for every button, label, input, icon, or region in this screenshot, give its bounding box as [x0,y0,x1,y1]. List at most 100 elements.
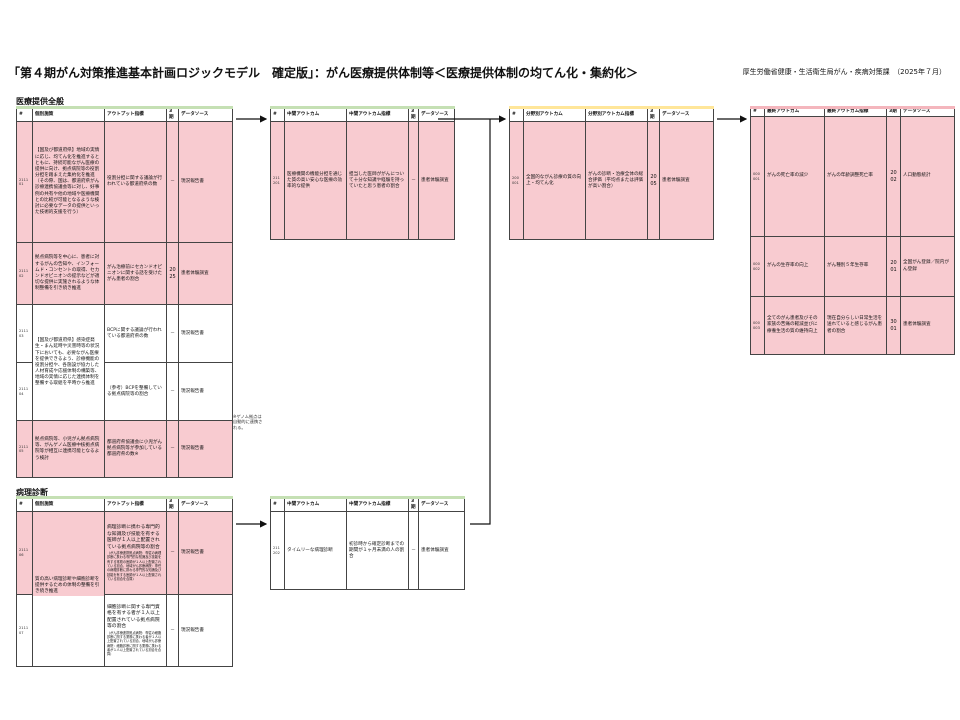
col-header-output: アウトプット指標 [104,495,167,513]
col-header-mid: 中間アウトカム [284,105,347,123]
row-measure: 拠点病院等を中心に、患者に対するがんの告知や、インフォームド・コンセントの取得、… [32,242,105,306]
col-header-measure: 個別施策 [32,495,105,513]
col-header-source: データソース [178,105,233,123]
row-id: 211104 [16,362,33,422]
page-title: 「第４期がん対策推進基本計画ロジックモデル 確定版」：がん医療提供体制等＜医療提… [8,66,639,80]
col-header-period: 3期 [166,105,179,123]
row-period: 2005 [647,121,660,241]
overall-measures-table: # 個別施策 アウトプット指標 3期 データソース 211101 【国及び都道府… [16,105,233,479]
row-measure: 拠点病院等、小児がん拠点病院等、がんゲノム医療中核拠点病院等が相互に連携可能とな… [32,420,105,479]
table-row: 200001 全国的ながん診療の質の向上・均てん化 がんの診断・治療全体の総合評… [509,121,714,241]
mid-outcome-name: タイムリーな病理診断 [284,511,347,591]
pathology-measures-table: # 個別施策 アウトプット指標 3期 データソース 211106 質の高い病理診… [16,495,233,668]
table-row: 211106 質の高い病理診断や細胞診断を提供するための体制の整備を引き続き推進… [16,511,233,668]
col-header-field: 分野別アウトカム [523,105,586,123]
final-outcome-indicator: 現在自分らしい日常生活を送れていると感じるがん患者の割合 [824,296,887,355]
col-header-period: 3期 [647,105,660,123]
col-header-id: # [270,495,285,513]
final-outcome-indicator: がん種別５年生存率 [824,236,887,297]
row-source: 人口動態統計 [900,116,955,237]
row-source: 現況報告書 [178,304,233,364]
row-output-note: （がん診療連携拠点病院：専従の細胞診断に関する業務に携わる者が１人以上配置されて… [107,630,162,657]
field-outcome-indicator: がんの診断・治療全体の総合評価（平均点または評価が高い割合） [585,121,648,241]
row-output: 都道府県協議会に小児がん拠点病院等が参加している都道府県の数※ [104,420,167,479]
pathology-measure-text: 質の高い病理診断や細胞診断を提供するための体制の整備を引き続き推進 [33,512,104,597]
final-outcome-name: がんの死亡率の減少 [764,116,825,237]
row-output: 病理診断に携わる専門的な知識及び技能を有する医師が１人以上配置されている拠点病院… [104,511,167,595]
col-header-mid-indicator: 中間アウトカム指標 [346,105,409,123]
table-row: 000001 がんの死亡率の減少 がんの年齢調整死亡率 2002 人口動態統計 [750,116,955,237]
row-source: 患者体験調査 [900,296,955,355]
row-id: 211201 [270,121,285,241]
mid-outcome-name: 医療機関の機能分担を通じた質の高い安心な医療の効率的な提供 [284,121,347,241]
col-header-field-indicator: 分野別アウトカム指標 [585,105,648,123]
col-header-measure: 個別施策 [32,105,105,123]
row-source: 現況報告書 [178,362,233,422]
col-header-output: アウトプット指標 [104,105,167,123]
col-header-mid: 中間アウトカム [284,495,347,513]
row-output: （参考）BCPを整備している拠点病院等の割合 [104,362,167,422]
row-source: 現況報告書 [178,511,233,595]
table-row: 000003 全てのがん患者及びその家族の苦痛の軽減並びに療養生活の質の維持向上… [750,296,955,355]
row-measure: 【国及び都道府県】地域の実情に応じ、均てん化を推進するとともに、持続可能ながん医… [32,121,105,244]
col-header-id: # [270,105,285,123]
final-outcome-name: がんの生存率の向上 [764,236,825,297]
row-period: 2025 [166,242,179,306]
table-header-row: # 個別施策 アウトプット指標 3期 データソース [16,105,233,123]
col-header-source: データソース [659,105,714,123]
table-row: 211201 医療機関の機能分担を通じた質の高い安心な医療の効率的な提供 担当し… [270,121,455,241]
final-outcomes-table: # 最終アウトカム 最終アウトカム指標 3期 データソース 000001 がんの… [750,106,955,355]
row-source: 患者体験調査 [178,242,233,306]
row-source: 現況報告書 [178,121,233,244]
section-title-pathology: 病理診断 [16,488,48,497]
row-id: 211107 [16,593,33,668]
col-header-period: 3期 [166,495,179,513]
mid-outcome-indicator: 初診時から確定診断までの期間が１ヶ月未満の人の割合 [346,511,409,591]
mid-outcome-indicator: 担当した医師ががんについて十分な知識や経験を持っていたと思う患者の割合 [346,121,409,241]
row-period: － [166,593,179,668]
col-header-source: データソース [178,495,233,513]
row-id: 200001 [509,121,524,241]
row-output: 細胞診断に関する専門資格を有する者が１人以上配置されている拠点病院等の割合 （が… [104,593,167,668]
row-output-main: 病理診断に携わる専門的な知識及び技能を有する医師が１人以上配置されている拠点病院… [107,525,160,550]
table-row: 000002 がんの生存率の向上 がん種別５年生存率 2001 全国がん登録／院… [750,236,955,297]
arrow-pathology-to-field [470,119,491,525]
field-outcome-name: 全国的ながん診療の質の向上・均てん化 [523,121,586,241]
row-output-main: 細胞診断に関する専門資格を有する者が１人以上配置されている拠点病院等の割合 [107,604,160,630]
section-title-overall: 医療提供全般 [16,97,64,106]
col-header-id: # [16,495,33,513]
row-output: 役割分担に関する議論が行われている都道府県の数 [104,121,167,244]
row-output-note: （がん診療連携拠点病院：専従の病理診断に携わる専門的な知識及び技能を有する常勤の… [107,550,162,581]
final-outcome-name: 全てのがん患者及びその家族の苦痛の軽減並びに療養生活の質の維持向上 [764,296,825,355]
row-source: 患者体験調査 [659,121,714,241]
department-label: 厚生労働省健康・生活衛生局がん・疾病対策課 （2025年７月） [742,68,946,76]
table-row: 211105 拠点病院等、小児がん拠点病院等、がんゲノム医療中核拠点病院等が相互… [16,420,233,479]
row-source: 現況報告書 [178,593,233,668]
row-output: BCPに関する議論が行われている都道府県の数 [104,304,167,364]
row-source: 現況報告書 [178,420,233,479]
table-header-row: # 中間アウトカム 中間アウトカム指標 3期 データソース [270,495,465,513]
row-id: 211102 [16,242,33,306]
col-header-source: データソース [418,495,465,513]
table-row: 211103 【国及び都道府県】感染症発生・まん延時や災害時等の状況下においても… [16,304,233,422]
pathology-mid-outcome-table: # 中間アウトカム 中間アウトカム指標 3期 データソース 211202 タイム… [270,495,465,591]
row-source: 患者体験調査 [418,121,455,241]
row-id: 000001 [750,116,765,237]
col-header-source: データソース [418,105,455,123]
row-measure: 【国及び都道府県】感染症発生・まん延時や災害時等の状況下においても、必要ながん医… [32,304,105,422]
table-header-row: # 最終アウトカム 最終アウトカム指標 3期 データソース [750,106,955,117]
row-period: 3001 [886,296,901,355]
row-period: 2002 [886,116,901,237]
table-row: 211101 【国及び都道府県】地域の実情に応じ、均てん化を推進するとともに、持… [16,121,233,244]
row-source: 患者体験調査 [418,511,465,591]
table-row: 211107 細胞診断に関する専門資格を有する者が１人以上配置されている拠点病院… [16,593,233,668]
table-header-row: # 中間アウトカム 中間アウトカム指標 3期 データソース [270,105,455,123]
table-row: 211104 （参考）BCPを整備している拠点病院等の割合 － 現況報告書 [16,362,233,422]
final-outcome-indicator: がんの年齢調整死亡率 [824,116,887,237]
table-header-row: # 個別施策 アウトプット指標 3期 データソース [16,495,233,513]
overall-footnote: ※ゲノム拠点は自動的に連携される。 [233,414,263,430]
col-header-id: # [16,105,33,123]
overall-mid-outcome-table: # 中間アウトカム 中間アウトカム指標 3期 データソース 211201 医療機… [270,105,455,241]
col-header-mid-indicator: 中間アウトカム指標 [346,495,409,513]
